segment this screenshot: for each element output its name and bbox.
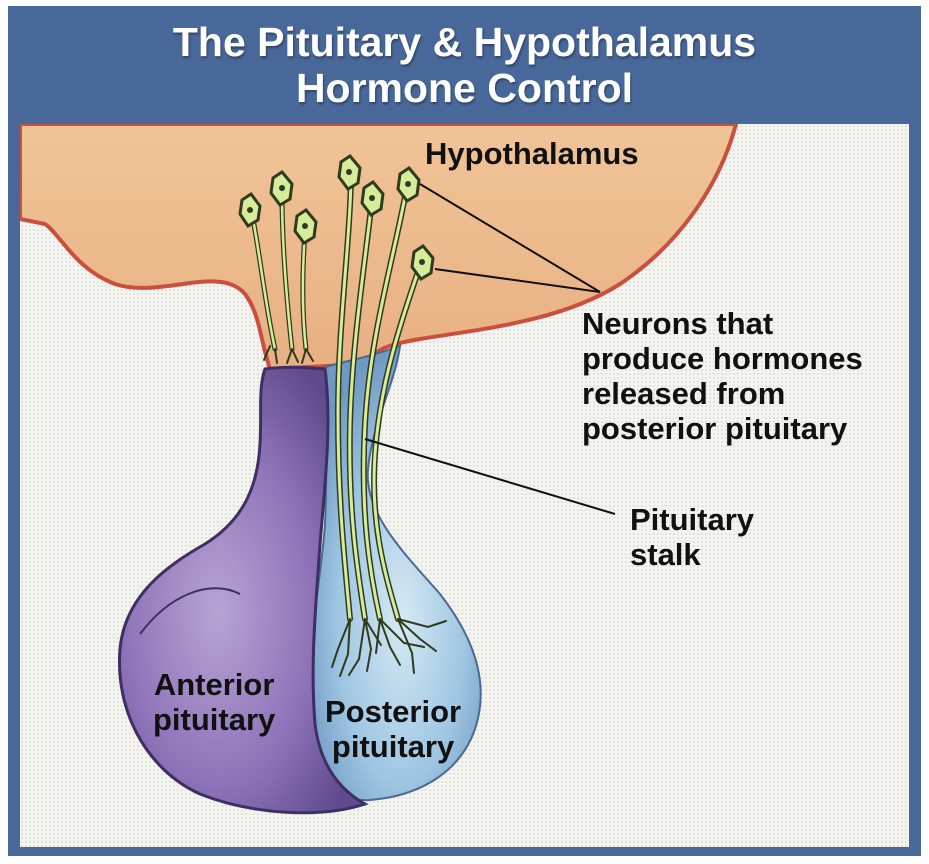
posterior-label-line-2: pituitary [325, 729, 461, 764]
neurons-label-line-3: released from [582, 376, 863, 411]
title-line-2: Hormone Control [296, 65, 633, 111]
hypothalamus-label: Hypothalamus [425, 136, 639, 171]
title-line-1: The Pituitary & Hypothalamus [173, 19, 756, 65]
neurons-label: Neurons that produce hormones released f… [582, 306, 863, 446]
neurons-label-line-2: produce hormones [582, 341, 863, 376]
anterior-label-line-1: Anterior [153, 667, 275, 702]
neurons-label-line-4: posterior pituitary [582, 411, 863, 446]
diagram-title: The Pituitary & Hypothalamus Hormone Con… [8, 6, 921, 124]
pituitary-stalk-label: Pituitary stalk [630, 502, 754, 572]
stalk-label-line-1: Pituitary [630, 502, 754, 537]
diagram-panel: Hypothalamus Neurons that produce hormon… [20, 124, 909, 847]
anterior-pituitary-label: Anterior pituitary [153, 667, 275, 737]
posterior-pituitary-label: Posterior pituitary [325, 694, 461, 764]
posterior-label-line-1: Posterior [325, 694, 461, 729]
stalk-label-line-2: stalk [630, 537, 754, 572]
pituitary-illustration [20, 124, 909, 847]
neurons-label-line-1: Neurons that [582, 306, 863, 341]
anterior-label-line-2: pituitary [153, 702, 275, 737]
